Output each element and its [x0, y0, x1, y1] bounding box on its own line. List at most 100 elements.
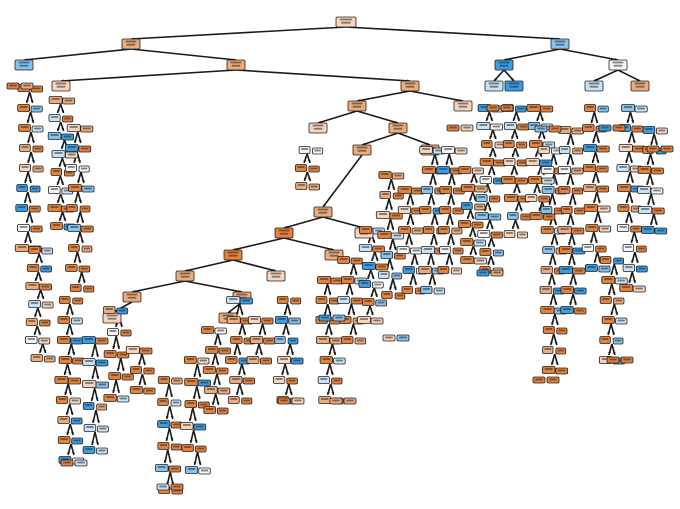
arrowhead	[41, 295, 45, 299]
arrowhead	[308, 177, 311, 181]
tree-node	[79, 205, 91, 213]
tree-node	[372, 245, 385, 253]
tree-node	[260, 357, 272, 365]
arrowhead	[240, 391, 244, 395]
arrowhead	[592, 179, 595, 183]
arrowhead	[236, 391, 239, 395]
arrowhead	[284, 311, 287, 315]
arrowhead	[433, 181, 437, 185]
arrowhead	[590, 239, 593, 243]
tree-node	[216, 407, 229, 415]
tree-node	[555, 367, 569, 375]
arrowhead	[486, 225, 490, 229]
tree-node	[122, 291, 142, 303]
arrowhead	[435, 161, 439, 165]
tree-node	[17, 224, 30, 232]
tree-node	[96, 447, 108, 455]
tree-node	[637, 166, 652, 174]
tree-node	[599, 256, 612, 264]
arrowhead	[571, 141, 575, 145]
arrowhead	[597, 199, 601, 203]
arrowhead	[385, 206, 389, 210]
arrowhead	[626, 119, 630, 123]
arrowhead	[26, 99, 29, 103]
tree-node	[474, 185, 488, 193]
arrowhead	[450, 261, 454, 265]
tree-node	[331, 377, 343, 385]
tree-node	[584, 104, 597, 112]
tree-node	[550, 38, 570, 50]
arrowhead	[165, 393, 168, 397]
tree-node	[418, 266, 432, 274]
tree-node	[274, 316, 289, 324]
arrowhead	[61, 145, 64, 149]
arrowhead	[650, 221, 653, 225]
tree-node	[180, 422, 194, 430]
arrowhead	[567, 141, 570, 145]
tree-node	[227, 396, 240, 404]
arrowhead	[447, 241, 451, 245]
arrowhead	[594, 219, 598, 223]
arrowhead	[112, 345, 116, 349]
arrowhead	[435, 221, 439, 225]
tree-edge	[409, 90, 464, 102]
tree-node	[308, 122, 328, 134]
arrowhead	[77, 179, 81, 183]
tree-node	[400, 80, 420, 92]
tree-edge	[283, 216, 324, 229]
arrowhead	[370, 311, 374, 315]
arrowhead	[536, 117, 540, 121]
tree-leaf-node	[332, 314, 346, 322]
tree-node	[226, 59, 246, 71]
arrowhead	[573, 301, 577, 305]
arrowhead	[391, 226, 395, 230]
tree-node	[618, 144, 633, 152]
arrowhead	[633, 279, 636, 283]
arrowhead	[370, 293, 374, 297]
arrowhead	[539, 153, 543, 157]
tree-node	[481, 140, 493, 148]
arrowhead	[71, 431, 74, 435]
arrowhead	[25, 219, 29, 223]
arrowhead	[392, 186, 395, 190]
tree-node	[25, 336, 38, 344]
tree-node	[524, 194, 538, 202]
arrowhead	[427, 201, 431, 205]
arrowhead	[290, 351, 294, 355]
tree-edge	[503, 48, 561, 61]
tree-leaf-node	[343, 397, 357, 405]
arrowhead	[489, 135, 493, 139]
arrowhead	[354, 271, 358, 275]
tree-node	[66, 124, 81, 132]
arrowhead	[386, 226, 390, 230]
arrowhead	[66, 311, 69, 315]
tree-node	[375, 263, 389, 271]
tree-node	[203, 406, 216, 414]
arrowhead	[117, 389, 120, 393]
tree-node	[25, 318, 38, 326]
tree-node	[651, 207, 665, 215]
tree-node	[26, 264, 40, 272]
tree-edge	[60, 69, 237, 82]
arrowhead	[142, 361, 146, 365]
arrowhead	[474, 251, 477, 255]
tree-node	[595, 245, 607, 253]
arrowhead	[512, 225, 515, 229]
arrowhead	[631, 179, 634, 183]
arrowhead	[243, 331, 246, 335]
tree-node	[411, 227, 424, 235]
tree-node	[503, 194, 518, 202]
arrowhead	[189, 439, 193, 443]
tree-node	[117, 351, 130, 359]
arrowhead	[346, 291, 349, 295]
tree-node	[82, 446, 96, 454]
arrowhead	[636, 78, 640, 81]
tree-node	[350, 257, 363, 265]
arrowhead	[72, 351, 75, 355]
arrowhead	[433, 281, 436, 285]
tree-node	[541, 366, 556, 374]
arrowhead	[469, 251, 473, 255]
tree-edge	[184, 280, 243, 293]
arrowhead	[350, 291, 354, 295]
tree-node	[439, 186, 453, 194]
